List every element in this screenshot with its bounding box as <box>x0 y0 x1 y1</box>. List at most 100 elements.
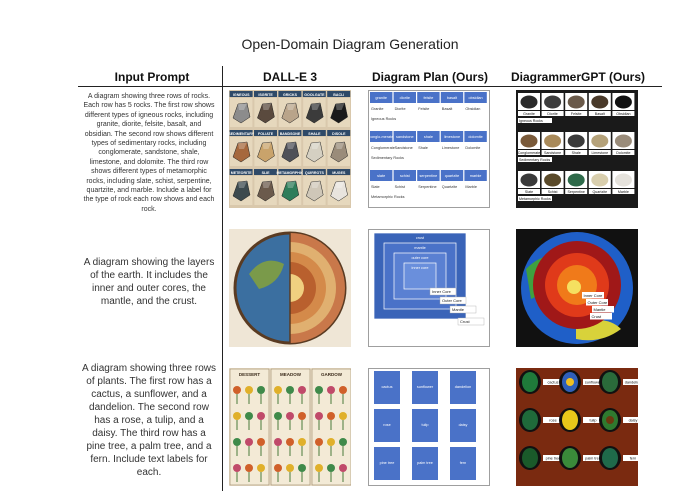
dalle-rock-highlight <box>335 181 345 188</box>
gpt-plant <box>602 448 618 468</box>
gpt-plant-label: daisy <box>629 418 638 422</box>
dalle-plant-flower <box>257 386 265 394</box>
gpt-plant-center <box>566 378 574 386</box>
plan-row-label: Igneous Rocks <box>371 117 396 121</box>
dalle-rock-highlight <box>286 142 296 149</box>
dalle-plant-flower <box>298 386 306 394</box>
dalle-rock-label-bg <box>327 91 351 97</box>
gpt-earth-label: Inner Core <box>584 293 604 298</box>
dalle-rock-label: METEORITE <box>231 171 253 175</box>
plan-earth-box-label: crust <box>416 236 425 240</box>
dalle-plant-flower <box>298 438 306 446</box>
dalle-plant-flower <box>315 464 323 472</box>
gpt-plant-label: dandelion <box>625 380 638 384</box>
plan-rock-box-label: granite <box>375 96 387 100</box>
gpt-plant <box>562 448 578 468</box>
plan-plant-label: pine tree <box>380 461 395 465</box>
plan-earth-label-box <box>457 317 485 326</box>
dalle-plant-flower <box>245 438 253 446</box>
dalle-rock <box>257 180 275 202</box>
plan-rock-box <box>417 131 440 142</box>
dalle-rock-label-bg <box>302 169 326 175</box>
dalle-plants-header: DESSERT <box>239 372 261 377</box>
gpt-earth-label-box <box>592 306 614 313</box>
dalle-plant-flower <box>315 412 323 420</box>
plan-earth-label-box <box>449 305 477 314</box>
plan-row-label: Metamorphic Rocks <box>371 195 405 199</box>
header-diagram-plan: Diagram Plan (Ours) <box>371 70 489 84</box>
dalle-rock-highlight <box>311 142 321 149</box>
dalle-plant-flower <box>233 386 241 394</box>
dalle-plant-flower <box>286 386 294 394</box>
dalle-rock <box>281 102 300 124</box>
dalle-rock-label: DISOLE <box>332 132 346 136</box>
gpt-rock-label: Marble <box>618 190 629 194</box>
plan-rock-box-label: schist <box>400 174 411 178</box>
gpt-plant-center <box>606 416 614 424</box>
gpt-plant-label-bg <box>543 455 563 461</box>
dalle-rock <box>330 102 348 124</box>
gpt-plant-label-bg <box>623 379 638 385</box>
gpt-row-label: Igneous Rocks <box>519 119 543 123</box>
plan-plant-box <box>374 447 400 480</box>
dalle-rock <box>232 141 251 163</box>
gpt-rock <box>544 95 562 109</box>
gpt-rock <box>614 95 632 109</box>
gpt-earth-label: Outer Core <box>588 300 609 305</box>
gpt-plant <box>602 372 618 392</box>
dalle-rock <box>232 102 251 124</box>
dalle-plant-flower <box>257 438 265 446</box>
gpt-rock <box>567 173 585 187</box>
gpt-plant-label-bg <box>623 417 638 423</box>
plan-plant-box <box>374 409 400 442</box>
gpt-rock-label-bg <box>518 150 540 155</box>
dalle-rock-highlight <box>262 181 272 188</box>
dalle-rock-label-bg <box>229 169 253 175</box>
dalle-rock-label: SHALE <box>308 132 321 136</box>
gpt-row-label-bg <box>518 196 552 201</box>
dalle-plant-flower <box>286 464 294 472</box>
plan-plant-box <box>412 409 438 442</box>
dalle-plant-flower <box>327 464 335 472</box>
gpt-rock-label: Limestone <box>592 151 609 155</box>
plan-earth-box-label: inner core <box>412 266 429 270</box>
plan-rock-box <box>464 92 487 103</box>
dalle-rock-highlight <box>335 103 345 110</box>
dalle-plants-header: MEADOW <box>280 372 302 377</box>
plan-plant-box <box>374 371 400 404</box>
dalle-plant-flower <box>339 438 347 446</box>
dalle-plant-flower <box>233 464 241 472</box>
dalle-rock <box>305 141 324 163</box>
gpt-rock-label: Diorite <box>547 112 557 116</box>
dalle-plant-flower <box>274 412 282 420</box>
plan-rock-text-label: Basalt <box>442 107 453 111</box>
gpt-plant <box>522 372 538 392</box>
plan-rock-box <box>464 131 487 142</box>
dalle-plant-flower <box>245 464 253 472</box>
plan-rock-text-label: Felsite <box>418 107 429 111</box>
plan-rock-box-label: obsidian <box>469 96 483 100</box>
gpt-rock-label-bg <box>541 150 564 155</box>
dalle-rock-label: QUIRROTS <box>305 171 325 175</box>
dalle-plant-flower <box>315 386 323 394</box>
gpt-rock-label: Sandstone <box>544 151 561 155</box>
dalle-plant-flower <box>257 412 265 420</box>
plan-rock-box <box>440 170 464 181</box>
dalle-plant-flower <box>298 464 306 472</box>
gpt-plant-label: rose <box>549 418 556 422</box>
plan-plant-label: daisy <box>459 423 468 427</box>
plan-earth-label: Mantle <box>452 307 465 312</box>
plan-earth-label: Crust <box>460 319 470 324</box>
gpt-earth-label: Crust <box>592 314 602 319</box>
dalle-rock-label: IGNEOUS <box>233 93 250 97</box>
gpt-rock-label: Shale <box>572 151 581 155</box>
dalle-plant-flower <box>286 438 294 446</box>
gpt-rock-label: Granite <box>523 112 535 116</box>
gpt-rock-label-bg <box>565 111 588 116</box>
dalle-rock <box>330 141 348 163</box>
dalle-earth-continent <box>249 260 284 289</box>
gpt-rock-label-bg <box>541 111 564 116</box>
gpt-earth-label-box <box>582 292 604 299</box>
